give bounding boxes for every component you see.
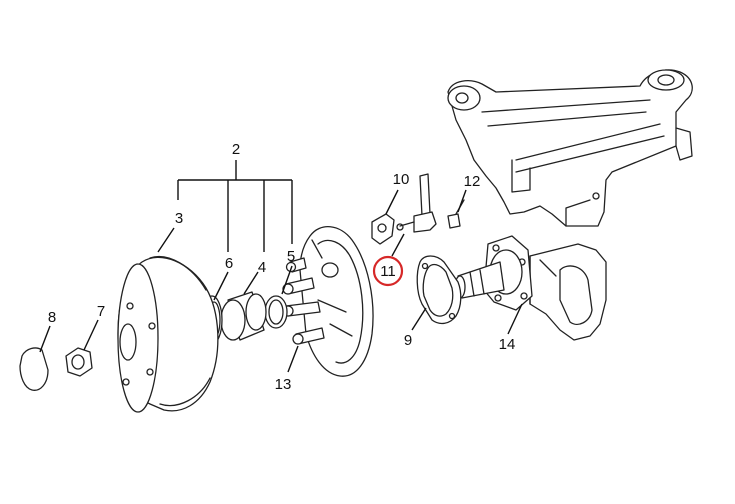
leader-lines xyxy=(39,160,523,373)
backing-plate xyxy=(299,226,374,377)
control-arm xyxy=(447,69,693,227)
callout-12: 12 xyxy=(464,173,481,190)
callout-3: 3 xyxy=(175,210,183,227)
callout-6: 6 xyxy=(225,255,233,272)
axle-nut xyxy=(65,347,93,377)
wheel-studs xyxy=(282,257,325,345)
callout-5: 5 xyxy=(287,248,295,265)
callout-13: 13 xyxy=(275,376,292,393)
brake-drum xyxy=(117,256,219,413)
bearing xyxy=(220,291,267,341)
dust-cap xyxy=(19,347,49,391)
callout-7: 7 xyxy=(97,303,105,320)
bracket-plate xyxy=(371,213,395,245)
callout-8: 8 xyxy=(48,309,56,326)
callout-labels: 2 3 4 5 6 7 8 9 10 11 12 13 14 xyxy=(48,141,516,393)
callout-2: 2 xyxy=(232,141,240,158)
seal-ring xyxy=(264,295,288,329)
callout-9: 9 xyxy=(404,332,412,349)
gasket xyxy=(416,255,462,325)
callout-14: 14 xyxy=(499,336,516,353)
callout-11: 11 xyxy=(380,263,396,280)
bolt-12 xyxy=(447,199,465,229)
highlight-ring-11 xyxy=(372,255,404,287)
callout-10: 10 xyxy=(393,171,410,188)
brake-fitting xyxy=(396,173,437,233)
hub-carrier xyxy=(529,243,607,341)
callout-4: 4 xyxy=(258,259,266,276)
